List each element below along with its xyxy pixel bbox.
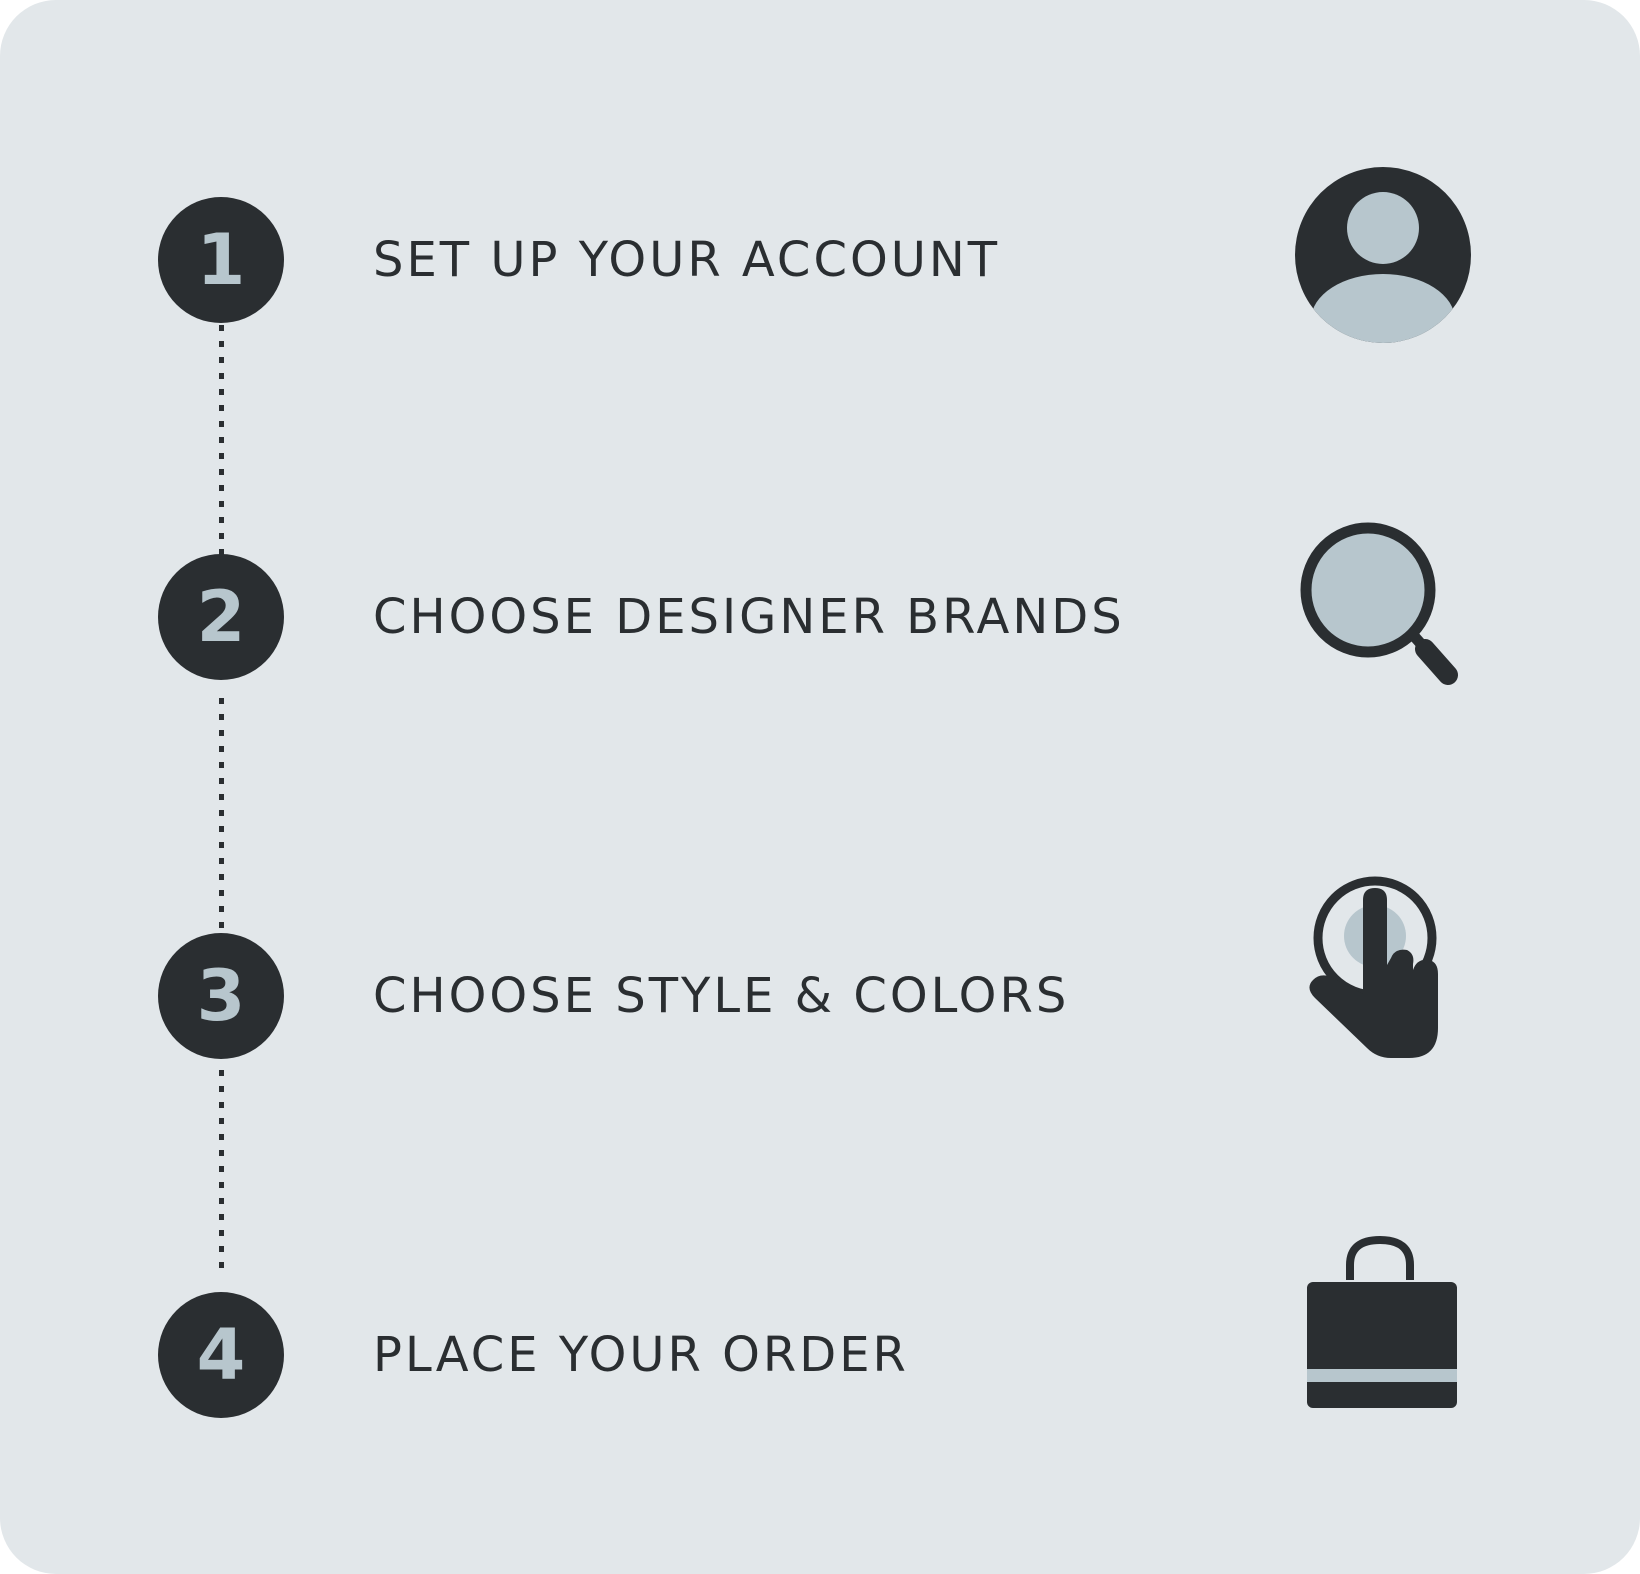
step-label: CHOOSE DESIGNER BRANDS [373,589,1125,645]
step-number-badge: 2 [158,554,284,680]
step-connector-2-3 [219,698,224,928]
user-account-icon [1285,160,1485,360]
step-number: 3 [196,955,246,1037]
step-label: PLACE YOUR ORDER [373,1327,909,1383]
magnifying-glass-icon [1285,515,1485,715]
step-number: 2 [196,576,246,658]
step-number-badge: 3 [158,933,284,1059]
step-connector-3-4 [219,1070,224,1275]
shopping-bag-icon [1285,1225,1485,1425]
step-label: CHOOSE STYLE & COLORS [373,968,1070,1024]
step-label: SET UP YOUR ACCOUNT [373,232,1001,288]
step-number: 1 [196,219,246,301]
tap-hand-icon [1285,870,1485,1070]
step-number: 4 [196,1314,246,1396]
step-connector-1-2 [219,325,224,555]
step-number-badge: 4 [158,1292,284,1418]
step-number-badge: 1 [158,197,284,323]
